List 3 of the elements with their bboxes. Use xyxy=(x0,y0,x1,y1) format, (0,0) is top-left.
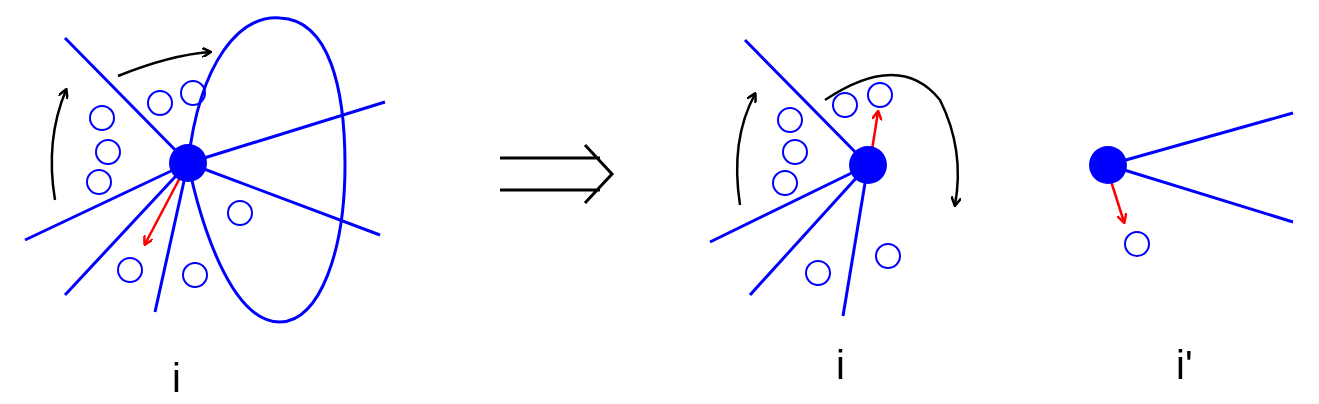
vertex-label: i' xyxy=(1176,343,1193,387)
vertex-label: i xyxy=(172,356,181,400)
vertex-label: i xyxy=(836,343,845,387)
